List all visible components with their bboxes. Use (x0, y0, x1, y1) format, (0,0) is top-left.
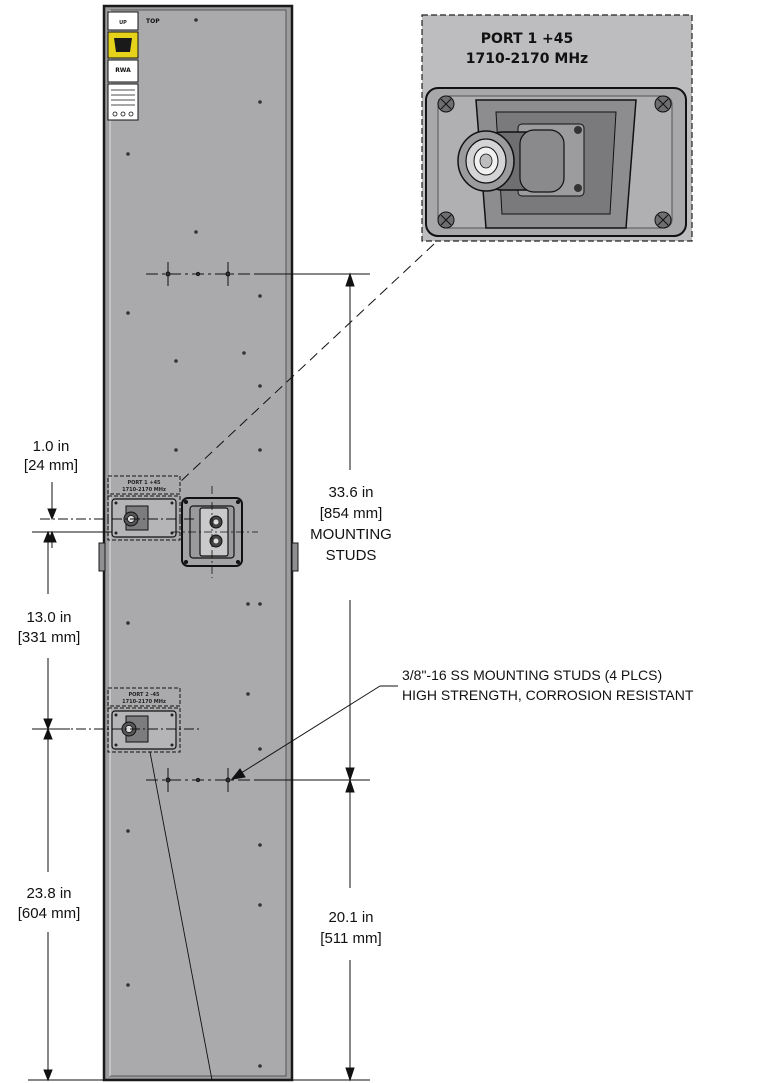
dim-33in-note1: MOUNTING (310, 526, 392, 543)
dim-20in: 20.1 in (328, 909, 373, 926)
port2-leader (149, 751, 213, 1081)
antenna-panel (98, 4, 299, 1082)
port1-connector: PORT 1 +45 1710-2170 MHz (107, 475, 181, 541)
upper-mounting-studs (146, 262, 256, 286)
port2-connector: PORT 2 -45 1710-2170 MHz (107, 687, 181, 753)
dim-1in: 1.0 in (33, 438, 70, 455)
callout-title-line1: PORT 1 +45 (481, 31, 574, 47)
dim-33in: 33.6 in (328, 484, 373, 501)
callout-screws (437, 95, 672, 229)
lower-mounting-studs (146, 768, 256, 792)
up-label: UP (119, 20, 127, 26)
port1-plate-line1: PORT 1 +45 (127, 480, 161, 486)
port1-plate-line2: 1710-2170 MHz (122, 487, 166, 493)
dual-connector-plate (172, 486, 258, 578)
stud-note-line2: HIGH STRENGTH, CORROSION RESISTANT (402, 687, 694, 703)
dim-1in-mm: [24 mm] (24, 457, 78, 474)
top-label-group: UP TOP RWA (107, 11, 160, 121)
callout-title-line2: 1710-2170 MHz (466, 51, 588, 67)
callout-leader (179, 243, 435, 483)
port2-plate-line1: PORT 2 -45 (129, 692, 160, 698)
dim-23in: 23.8 in (26, 885, 71, 902)
dim-33in-note2: STUDS (326, 547, 377, 564)
spec-label (107, 83, 139, 121)
port2-plate-line2: 1710-2170 MHz (122, 699, 166, 705)
warning-icon (114, 38, 132, 52)
dim-23in-mm: [604 mm] (18, 905, 81, 922)
dim-33in-mm: [854 mm] (320, 505, 383, 522)
dim-20in-mm: [511 mm] (320, 930, 381, 947)
dim-13in: 13.0 in (26, 609, 71, 626)
stud-note-leader (230, 685, 398, 780)
top-text: TOP (146, 18, 160, 25)
stud-note-line1: 3/8"-16 SS MOUNTING STUDS (4 PLCS) (402, 667, 662, 683)
right-dimensions (256, 272, 370, 1082)
port1-callout: PORT 1 +45 1710-2170 MHz (421, 14, 693, 242)
brand-logo: RWA (115, 67, 131, 74)
panel-rivets (126, 18, 262, 1068)
dim-13in-mm: [331 mm] (18, 629, 81, 646)
left-dimensions (28, 482, 112, 1082)
